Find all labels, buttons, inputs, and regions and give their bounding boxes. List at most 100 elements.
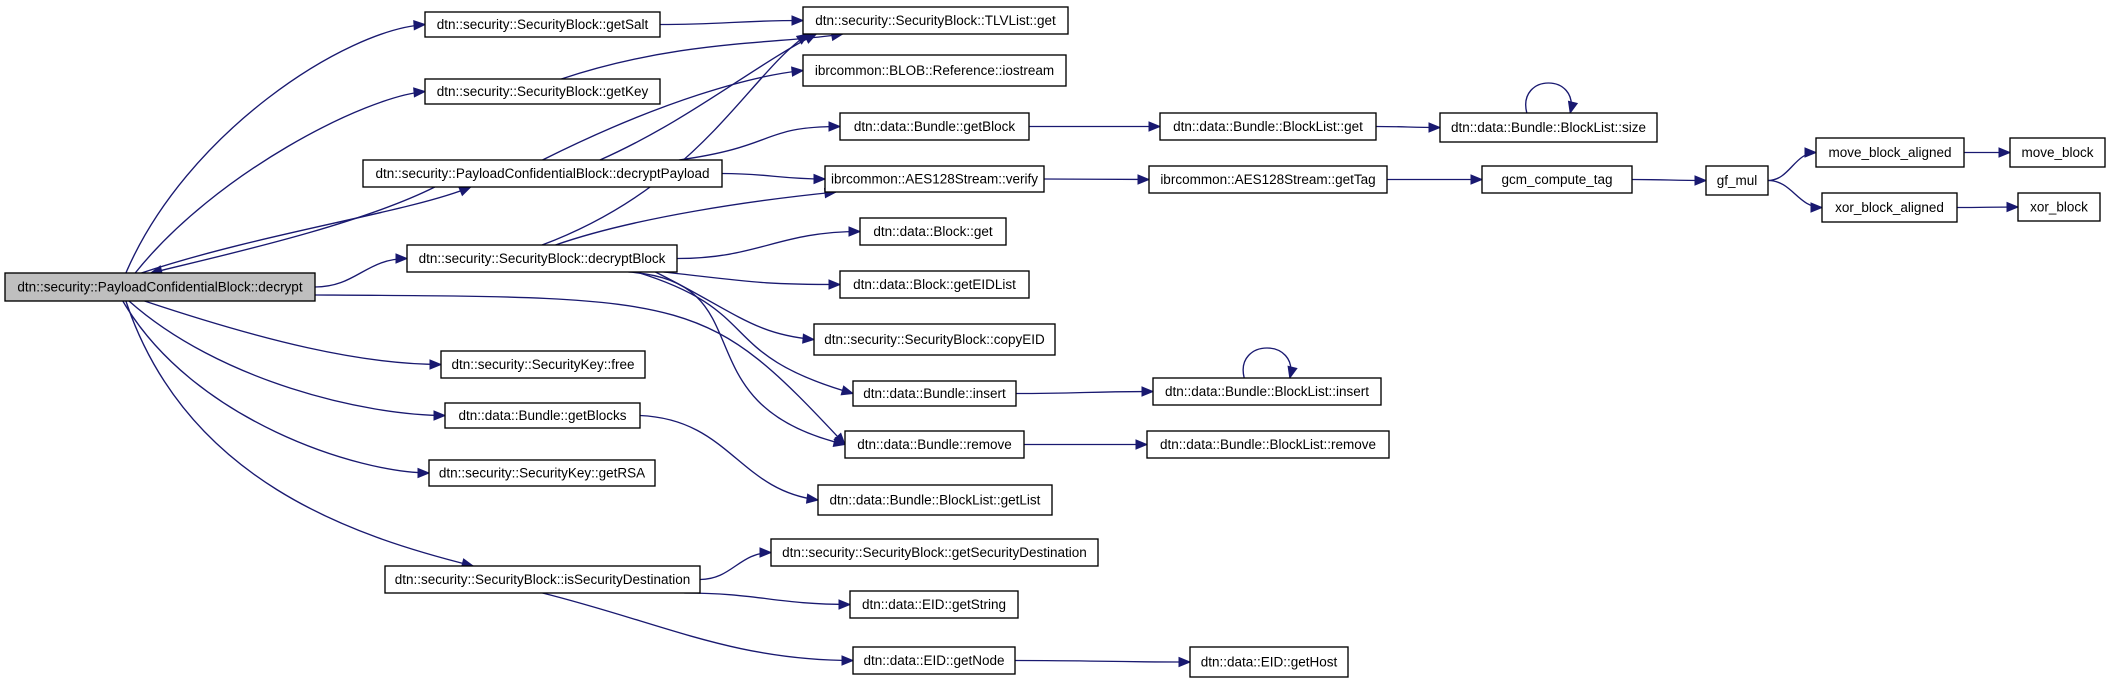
edge-isSecDest-to-eidGetNode (542, 592, 855, 666)
node-gcmComputeTag[interactable]: gcm_compute_tag (1481, 165, 1633, 194)
edge-line (1767, 151, 1817, 182)
arrowhead (838, 599, 852, 610)
edge-line (628, 271, 846, 446)
arrowhead (1810, 202, 1824, 213)
node-label: dtn::security::PayloadConfidentialBlock:… (17, 280, 302, 295)
edge-gfMul-to-moveBlockAligned (1767, 147, 1818, 182)
node-label: dtn::security::SecurityBlock::getSalt (437, 17, 649, 32)
arrowhead (832, 436, 847, 447)
edge-line (678, 125, 841, 161)
edge-line (663, 271, 841, 286)
node-box (813, 323, 1056, 356)
arrowhead (841, 655, 855, 666)
edge-line (1767, 179, 1823, 209)
edge-line (134, 90, 426, 274)
edge-isSecDest-to-eidGetString (684, 592, 852, 610)
node-tlvGet[interactable]: dtn::security::SecurityBlock::TLVList::g… (802, 6, 1069, 35)
edge-line (639, 414, 819, 501)
node-blGetList[interactable]: dtn::data::Bundle::BlockList::getList (817, 484, 1053, 516)
arrowhead (1998, 147, 2012, 158)
node-root[interactable]: dtn::security::PayloadConfidentialBlock:… (4, 272, 316, 302)
edge-line (314, 294, 846, 445)
edge-aesGetTag-to-gcmComputeTag (1387, 174, 1484, 185)
edge-blInsert-to-blInsert (1242, 347, 1298, 380)
node-moveBlockAligned[interactable]: move_block_aligned (1815, 137, 1965, 168)
node-blInsert[interactable]: dtn::data::Bundle::BlockList::insert (1152, 377, 1382, 406)
node-getKey[interactable]: dtn::security::SecurityBlock::getKey (424, 78, 661, 105)
node-box (362, 159, 723, 188)
edge-decryptBlock-to-aesVerify (555, 187, 838, 246)
node-label: dtn::data::Bundle::BlockList::getList (830, 493, 1041, 508)
edge-decryptPayload-to-blobIostream (542, 66, 805, 161)
node-bundleInsert[interactable]: dtn::data::Bundle::insert (852, 380, 1017, 407)
node-moveBlock[interactable]: move_block (2009, 137, 2106, 168)
edge-eidGetNode-to-eidGetHost (1014, 656, 1192, 668)
arrowhead (791, 15, 805, 26)
node-bundleGetBlock[interactable]: dtn::data::Bundle::getBlock (839, 112, 1030, 141)
node-label: dtn::data::Bundle::insert (863, 386, 1006, 401)
node-label: dtn::security::SecurityBlock::TLVList::g… (815, 13, 1056, 28)
node-blGet[interactable]: dtn::data::Bundle::BlockList::get (1159, 112, 1377, 141)
edge-line (676, 230, 861, 260)
edge-root-to-getSalt (125, 19, 427, 274)
node-label: dtn::security::SecurityBlock::decryptBlo… (419, 251, 666, 266)
node-isSecDest[interactable]: dtn::security::SecurityBlock::isSecurity… (384, 565, 701, 594)
node-label: dtn::data::Block::get (873, 224, 993, 239)
node-box (839, 270, 1030, 299)
node-box (849, 590, 1019, 619)
node-blockGetEIDList[interactable]: dtn::data::Block::getEIDList (839, 270, 1030, 299)
node-box (1146, 430, 1390, 459)
node-label: dtn::data::EID::getString (862, 597, 1006, 612)
edge-root-to-decryptBlock (314, 253, 409, 288)
node-label: dtn::security::SecurityBlock::getKey (437, 84, 649, 99)
edge-line (542, 69, 804, 161)
node-blockGet[interactable]: dtn::data::Block::get (859, 217, 1007, 246)
node-box (2017, 192, 2101, 222)
arrowhead (1428, 122, 1442, 133)
edge-line (122, 300, 430, 474)
arrowhead (828, 279, 842, 290)
arrowhead (805, 493, 820, 504)
node-eidGetHost[interactable]: dtn::data::EID::getHost (1189, 646, 1349, 678)
node-xorBlockAligned[interactable]: xor_block_aligned (1821, 192, 1958, 223)
edge-line (561, 33, 843, 80)
edge-bundleInsert-to-blInsert (1015, 386, 1155, 397)
edge-decryptBlock-to-copyEID (655, 271, 816, 344)
node-blSize[interactable]: dtn::data::Bundle::BlockList::size (1439, 112, 1658, 143)
node-xorBlock[interactable]: xor_block (2017, 192, 2101, 222)
edge-decryptPayload-to-bundleGetBlock (678, 121, 842, 161)
node-bundleRemove[interactable]: dtn::data::Bundle::remove (844, 430, 1025, 459)
node-getRSA[interactable]: dtn::security::SecurityKey::getRSA (428, 459, 656, 487)
arrowhead (1470, 174, 1484, 185)
arrowhead (395, 253, 409, 264)
node-skFree[interactable]: dtn::security::SecurityKey::free (440, 350, 646, 379)
node-blobIostream[interactable]: ibrcommon::BLOB::Reference::iostream (802, 54, 1067, 87)
node-eidGetString[interactable]: dtn::data::EID::getString (849, 590, 1019, 619)
node-box (1148, 165, 1388, 194)
edge-blGet-to-blSize (1375, 122, 1442, 133)
edge-decryptBlock-to-blockGetEIDList (663, 271, 842, 290)
node-label: dtn::data::Bundle::BlockList::get (1173, 119, 1363, 134)
edge-bundleGetBlock-to-blGet (1029, 121, 1162, 132)
node-blRemove[interactable]: dtn::data::Bundle::BlockList::remove (1146, 430, 1390, 459)
node-getSecDest[interactable]: dtn::security::SecurityBlock::getSecurit… (770, 538, 1099, 567)
node-label: dtn::security::SecurityKey::getRSA (439, 466, 645, 481)
node-gfMul[interactable]: gf_mul (1705, 165, 1769, 196)
edge-bundleRemove-to-blRemove (1024, 439, 1149, 450)
edge-isSecDest-to-getSecDest (699, 547, 773, 581)
node-box (817, 484, 1053, 516)
edge-line (1525, 82, 1572, 114)
edge-line (636, 271, 854, 395)
node-copyEID[interactable]: dtn::security::SecurityBlock::copyEID (813, 323, 1056, 356)
node-aesVerify[interactable]: ibrcommon::AES128Stream::verify (824, 165, 1045, 193)
node-eidGetNode[interactable]: dtn::data::EID::getNode (852, 646, 1016, 675)
node-getSalt[interactable]: dtn::security::SecurityBlock::getSalt (424, 11, 661, 38)
node-decryptPayload[interactable]: dtn::security::PayloadConfidentialBlock:… (362, 159, 723, 188)
node-label: ibrcommon::AES128Stream::verify (831, 172, 1038, 187)
node-getBlocks[interactable]: dtn::data::Bundle::getBlocks (444, 402, 641, 429)
node-decryptBlock[interactable]: dtn::security::SecurityBlock::decryptBlo… (406, 244, 678, 273)
node-label: dtn::data::Block::getEIDList (853, 277, 1016, 292)
node-box (2009, 137, 2106, 168)
node-aesGetTag[interactable]: ibrcommon::AES128Stream::getTag (1148, 165, 1388, 194)
edge-root-to-getBlocks (128, 300, 447, 421)
